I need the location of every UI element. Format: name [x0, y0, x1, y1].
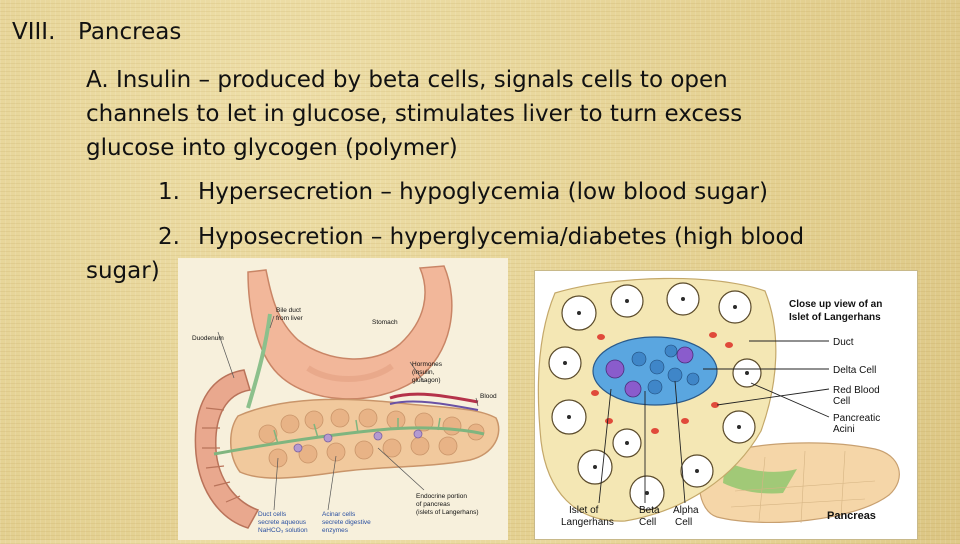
- label-hormones-insulin: (insulin,: [412, 369, 435, 376]
- heading-number: VIII.: [12, 19, 56, 45]
- islet-closeup-illustration: Close up view of an Islet of Langerhans …: [534, 270, 918, 540]
- label-pancreas: Pancreas: [827, 510, 876, 522]
- pancreas-anatomy-illustration: Bile duct from liver Stomach Duodenum Ho…: [178, 258, 508, 540]
- blood-vessel: [389, 392, 479, 404]
- point-a-2-text: Hyposecretion – hyperglycemia/diabetes (…: [198, 224, 805, 250]
- label-endocrine-pancreas: of pancreas: [416, 501, 451, 508]
- label-acinar-enzymes: enzymes: [322, 527, 349, 534]
- point-a-line-3: glucose into glycogen (polymer): [86, 135, 458, 161]
- label-langerhans: Langerhans: [561, 517, 614, 528]
- islet-closeup-svg: Close up view of an Islet of Langerhans …: [537, 277, 900, 528]
- duodenum-shape: [194, 369, 260, 529]
- label-red-blood-cell: Cell: [833, 396, 850, 407]
- label-delta-cell: Delta Cell: [833, 365, 876, 376]
- label-endocrine-islets: (islets of Langerhans): [416, 509, 479, 516]
- point-a-2-wrap: sugar): [86, 258, 160, 284]
- islet-title-line-2: Islet of Langerhans: [789, 312, 881, 323]
- label-beta: Beta: [639, 505, 660, 516]
- label-endocrine: Endocrine portion: [416, 493, 467, 500]
- point-a-1-number: 1.: [158, 179, 180, 205]
- label-beta-cell: Cell: [639, 517, 656, 528]
- point-a: A. Insulin – produced by beta cells, sig…: [86, 63, 742, 165]
- point-a-2-number: 2.: [158, 224, 180, 250]
- label-hormones: Hormones: [412, 361, 443, 368]
- label-from-liver: from liver: [276, 315, 304, 322]
- point-a-line-1: A. Insulin – produced by beta cells, sig…: [86, 67, 728, 93]
- label-acini: Acini: [833, 424, 855, 435]
- label-duct: Duct: [833, 337, 854, 348]
- label-hormones-glucagon: glucagon): [412, 377, 441, 384]
- label-blood: Blood: [480, 393, 497, 400]
- heading-title: Pancreas: [78, 19, 182, 45]
- label-duct-cells: Duct cells: [258, 511, 287, 518]
- label-red-blood: Red Blood: [833, 385, 880, 396]
- label-alpha: Alpha: [673, 505, 699, 516]
- pancreatic-duct: [213, 426, 485, 456]
- label-duodenum: Duodenum: [192, 335, 224, 342]
- label-alpha-cell: Cell: [675, 517, 692, 528]
- label-pancreatic: Pancreatic: [833, 413, 880, 424]
- label-stomach: Stomach: [372, 319, 398, 326]
- label-bile-duct: Bile duct: [276, 307, 301, 314]
- label-duct-cells-solution: NaHCO₃ solution: [258, 527, 308, 534]
- label-acinar-cells: Acinar cells: [322, 511, 356, 518]
- label-acinar-secrete: secrete digestive: [322, 519, 371, 526]
- label-islet-of: Islet of: [569, 505, 599, 516]
- heading: VIII. Pancreas: [12, 15, 181, 49]
- label-duct-cells-secrete: secrete aqueous: [258, 519, 307, 526]
- pancreas-organ-shape: [698, 442, 900, 524]
- point-a-1: 1. Hypersecretion – hypoglycemia (low blo…: [158, 175, 768, 209]
- point-a-line-2: channels to let in glucose, stimulates l…: [86, 101, 743, 127]
- bile-duct: [246, 313, 272, 409]
- point-a-1-text: Hypersecretion – hypoglycemia (low blood…: [198, 179, 768, 205]
- islet-title-line-1: Close up view of an: [789, 299, 882, 310]
- pancreas-anatomy-svg: Bile duct from liver Stomach Duodenum Ho…: [192, 265, 500, 534]
- stomach-shape: [247, 265, 453, 400]
- point-a-2: 2. Hyposecretion – hyperglycemia/diabetes…: [158, 220, 804, 254]
